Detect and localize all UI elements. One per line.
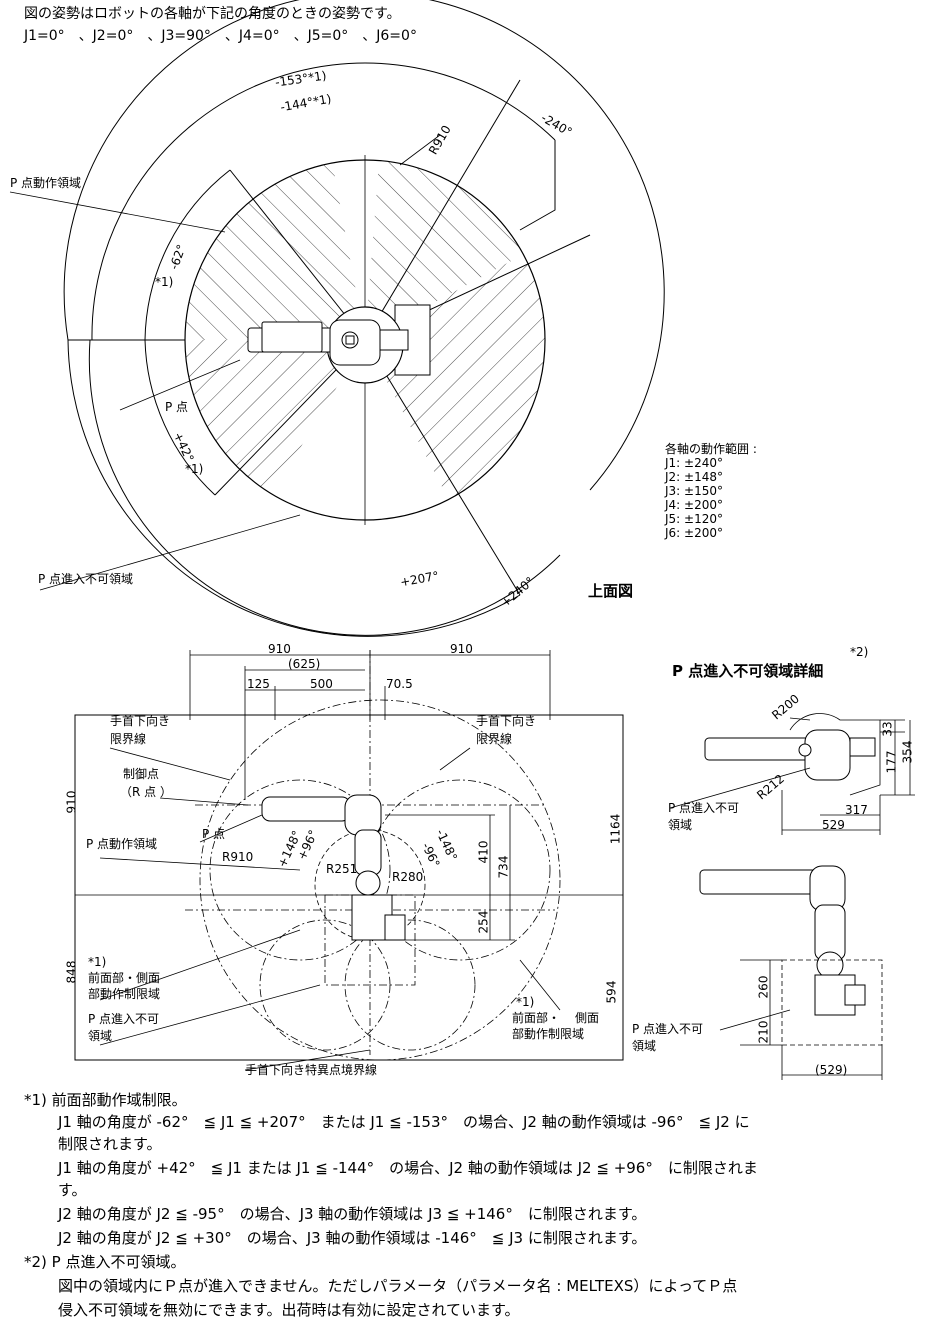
singular-boundary: 手首下向き特異点境界線 <box>245 1063 378 1077</box>
dim-500: 500 <box>310 677 333 691</box>
dim-625: (625) <box>288 657 321 671</box>
detail-view-diagram <box>669 713 915 1080</box>
detail-no-entry-b1: P 点進入不可 <box>632 1022 704 1036</box>
axis-range-j6: J6: ±200° <box>665 526 723 540</box>
control-point-2: （R 点 ） <box>120 785 172 799</box>
detail-529: 529 <box>822 818 845 832</box>
detail-210: 210 <box>756 1020 771 1044</box>
top-p-motion-area-label: P 点動作領域 <box>10 176 82 190</box>
detail-354: 354 <box>900 740 915 764</box>
side-view-diagram <box>74 650 624 1071</box>
dim-910-left: 910 <box>268 642 291 656</box>
axis-range-j1: J1: ±240° <box>665 456 723 470</box>
top-star1-b: *1) <box>185 462 204 476</box>
dim-254: 254 <box>476 910 491 934</box>
header-line-1: 図の姿勢はロボットの各軸が下記の角度のときの姿勢です。 <box>24 6 401 22</box>
detail-177: 177 <box>884 750 899 774</box>
front-3: 部動作制限域 <box>512 1027 585 1041</box>
side-no-entry-1: P 点進入不可 <box>88 1012 160 1026</box>
note2-line1: 図中の領域内にＰ点が進入できません。ただしパラメータ（パラメータ名 : MELT… <box>58 1277 738 1295</box>
top-p-point-label: P 点 <box>165 400 189 414</box>
front-star: *1) <box>516 995 535 1009</box>
robot-side-silhouette <box>261 794 406 941</box>
note1-line5: J2 軸の角度が J2 ≦ -95° の場合、J3 軸の動作領域は J3 ≦ +… <box>58 1205 647 1223</box>
detail-260: 260 <box>756 975 771 999</box>
detail-star2: *2) <box>850 645 869 659</box>
axis-range-j3: J3: ±150° <box>665 484 723 498</box>
detail-529-paren: (529) <box>815 1063 848 1077</box>
arc-240 <box>67 339 521 637</box>
detail-33: 33 <box>880 721 895 737</box>
axis-range-j4: J4: ±200° <box>665 498 723 512</box>
wrist-limit-right-1: 手首下向き <box>476 714 537 728</box>
note1-title: *1) 前面部動作域制限。 <box>24 1091 187 1109</box>
note1-line2: 制限されます。 <box>58 1135 162 1153</box>
front-side-star: *1) <box>88 955 107 969</box>
front-side-3: 部動作制限域 <box>88 987 161 1001</box>
dim-910-right: 910 <box>450 642 473 656</box>
dim-1164: 1164 <box>608 813 623 845</box>
top-star1-a: *1) <box>155 275 174 289</box>
robot-top-silhouette <box>247 319 409 366</box>
dim-410: 410 <box>476 840 491 864</box>
note1-line3: J1 軸の角度が +42° ≦ J1 または J1 ≦ -144° の場合、J2… <box>58 1159 758 1177</box>
note1-line4: す。 <box>58 1181 87 1199</box>
arc-144 <box>91 62 556 341</box>
axis-range-block: 各軸の動作範囲 : J1: ±240° J2: ±148° J3: ±150° … <box>665 442 757 540</box>
axis-range-j5: J5: ±120° <box>665 512 723 526</box>
axis-range-j2: J2: ±148° <box>665 470 723 484</box>
arc-207 <box>88 339 561 636</box>
front-side-2: 前面部・側面 <box>88 971 161 985</box>
note2-title: *2) P 点進入不可領域。 <box>24 1253 186 1271</box>
note1-line6: J2 軸の角度が J2 ≦ +30° の場合、J3 軸の動作領域は -146° … <box>58 1229 647 1247</box>
dim-910-vertical: 910 <box>64 790 79 814</box>
side-p-motion-area: P 点動作領域 <box>86 837 158 851</box>
axis-range-title: 各軸の動作範囲 : <box>665 442 757 456</box>
wrist-limit-right-2: 限界線 <box>476 732 513 746</box>
detail-no-entry-a2: 領域 <box>668 818 693 832</box>
outer-arc-153 <box>63 0 665 491</box>
header-line-2: J1=0° 、J2=0° 、J3=90° 、J4=0° 、J5=0° 、J6=0… <box>24 28 417 44</box>
wrist-limit-left-2: 限界線 <box>110 732 147 746</box>
detail-no-entry-b2: 領域 <box>632 1039 657 1053</box>
front-2b: 側面 <box>575 1011 600 1025</box>
side-p-point: P 点 <box>202 827 226 841</box>
dim-734: 734 <box>496 855 511 879</box>
detail-317: 317 <box>845 803 868 817</box>
top-view-diagram <box>9 0 665 637</box>
note1-line1: J1 軸の角度が -62° ≦ J1 ≦ +207° または J1 ≦ -153… <box>58 1113 750 1131</box>
side-r910: R910 <box>222 850 254 864</box>
side-r280: R280 <box>392 870 424 884</box>
dim-594: 594 <box>604 980 619 1004</box>
arc-62 <box>144 169 231 341</box>
side-no-entry-2: 領域 <box>88 1029 113 1043</box>
detail-title: P 点進入不可領域詳細 <box>672 662 824 680</box>
top-view-title: 上面図 <box>588 582 634 600</box>
arc-42 <box>144 339 216 496</box>
detail-no-entry-a1: P 点進入不可 <box>668 801 740 815</box>
side-r251: R251 <box>326 862 358 876</box>
dim-70-5: 70.5 <box>386 677 413 691</box>
control-point-1: 制御点 <box>123 767 160 781</box>
note2-line2: 侵入不可領域を無効にできます。出荷時は有効に設定されています。 <box>58 1301 520 1319</box>
top-p-no-entry-label: P 点進入不可領域 <box>38 572 134 586</box>
front-2: 前面部・ <box>512 1011 561 1025</box>
wrist-limit-left-1: 手首下向き <box>110 714 171 728</box>
dim-125: 125 <box>247 677 270 691</box>
dim-848: 848 <box>64 960 79 984</box>
